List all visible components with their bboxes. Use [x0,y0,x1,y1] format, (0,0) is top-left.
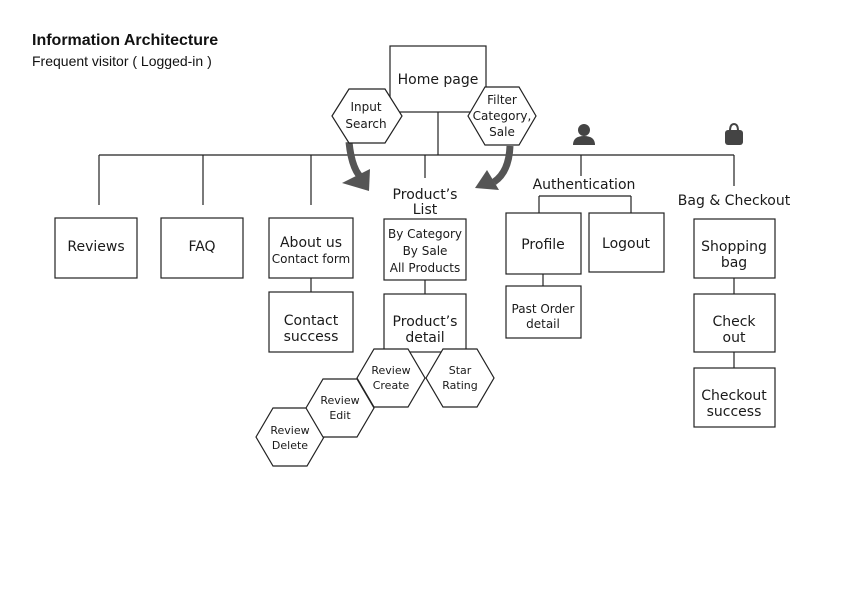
home-page-label: Home page [398,72,479,88]
faq-label: FAQ [188,239,215,255]
contact-form-label: Contact form [272,252,350,266]
shopping-bag-line-1: Shopping [701,239,767,255]
review-delete-line-1: Review [270,424,309,437]
review-create-line-1: Review [371,364,410,377]
input-search-line-2: Search [345,117,386,131]
filter-all-products: All Products [390,261,461,275]
reviews-box [54,217,138,279]
products-list-heading-line-2: List [413,202,438,218]
product-filters-box [383,218,467,281]
product-detail-line-2: detail [405,330,444,346]
review-edit-line-2: Edit [329,409,351,422]
check-out-line-1: Check [712,314,756,330]
authentication-label: Authentication [533,177,636,193]
review-edit-hex [305,378,375,438]
user-icon [573,124,595,145]
filter-hex [467,86,537,146]
review-create-hex [356,348,426,408]
input-search-line-1: Input [350,100,381,114]
home-page-box [389,45,487,113]
product-detail-line-1: Product’s [393,314,458,330]
filter-line-2: Category, [473,109,532,123]
arrow-filter-to-list [491,145,514,185]
checkout-success-box [693,367,776,428]
star-rating-line-2: Rating [442,379,477,392]
products-list-heading-line-1: Product’s [393,187,458,203]
reviews-label: Reviews [67,239,124,255]
about-us-label: About us [280,235,342,251]
product-detail-box [383,293,467,353]
faq-box [160,217,244,279]
star-rating-hex [425,348,495,408]
past-order-detail-box [505,285,582,339]
contact-success-line-1: Contact [284,313,339,329]
filter-by-category: By Category [388,227,462,241]
check-out-box [693,293,776,353]
past-order-line-1: Past Order [512,302,575,316]
input-search-hex [331,88,403,144]
shopping-bag-icon [725,122,743,145]
bag-checkout-label: Bag & Checkout [678,193,791,209]
checkout-success-line-2: success [707,404,762,420]
review-create-line-2: Create [373,379,410,392]
about-us-box [268,217,354,279]
arrow-search-head [342,169,370,191]
diagram-subtitle: Frequent visitor ( Logged-in ) [32,53,212,69]
review-edit-line-1: Review [320,394,359,407]
profile-label: Profile [521,237,565,253]
arrow-filter-head [475,170,499,190]
filter-by-sale: By Sale [403,244,448,258]
checkout-success-line-1: Checkout [701,388,767,404]
contact-success-box [268,291,354,353]
logout-box [588,212,665,273]
filter-line-1: Filter [487,93,517,107]
connectors [98,112,735,368]
flow-arrows [342,141,514,191]
past-order-line-2: detail [526,317,560,331]
shopping-bag-line-2: bag [721,255,747,271]
check-out-line-2: out [723,330,746,346]
diagram-title: Information Architecture [32,32,219,49]
profile-box [505,212,582,275]
filter-line-3: Sale [489,125,515,139]
review-delete-line-2: Delete [272,439,308,452]
logout-label: Logout [602,236,650,252]
shopping-bag-box [693,218,776,279]
contact-success-line-2: success [284,329,339,345]
star-rating-line-1: Star [449,364,472,377]
